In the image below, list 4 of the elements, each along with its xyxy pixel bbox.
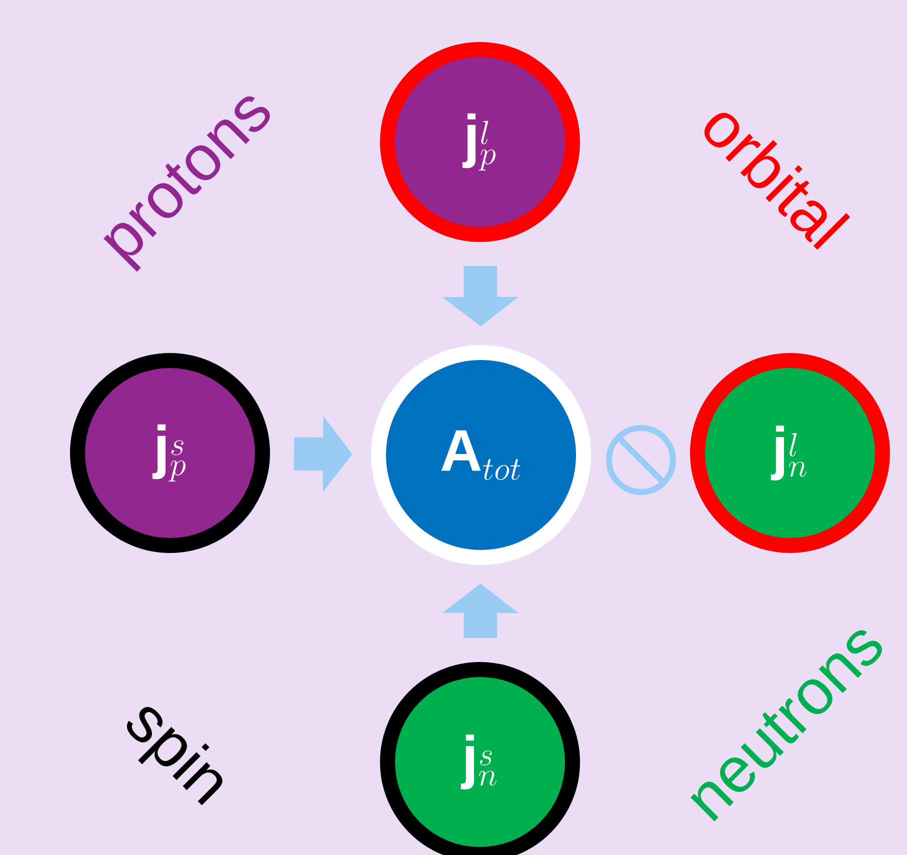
circle-node: $\mathbf{j}_n^l$ — [690, 353, 890, 553]
circle-node: $\mathbf{j}_n^s$ — [380, 662, 580, 855]
circle-node: $\mathbf{A}_{tot}$ — [371, 345, 591, 565]
group-label: spin — [126, 707, 222, 806]
